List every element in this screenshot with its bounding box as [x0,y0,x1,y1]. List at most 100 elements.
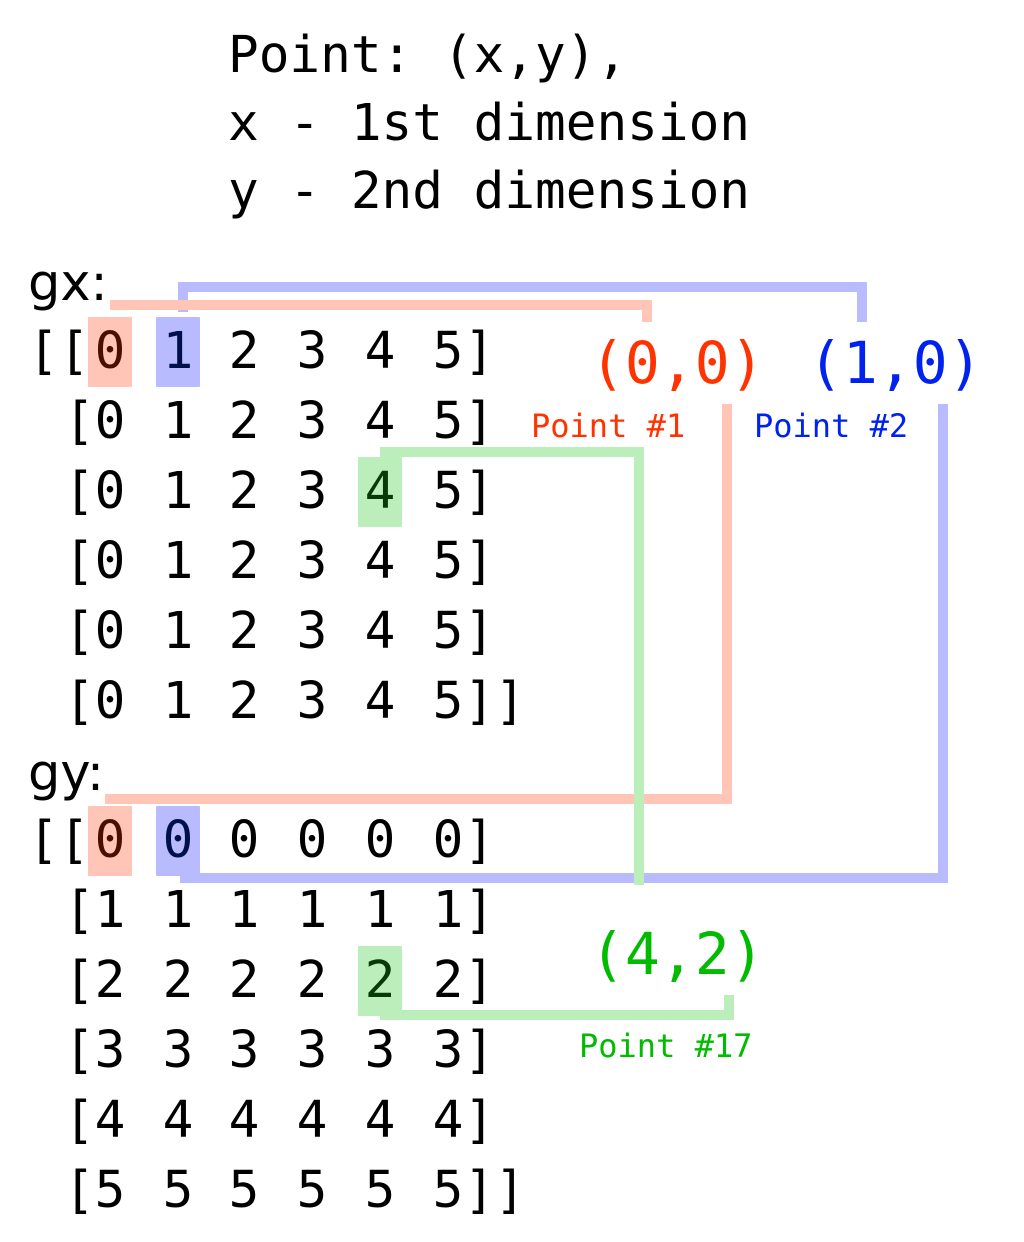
gy-cell: 5 [162,1161,194,1220]
gx-cell-highlight-point1: 0 [88,317,132,387]
close-bracket: ] [464,392,495,451]
gy-cell: 4 [364,1091,396,1150]
gy-cell: 1 [94,881,126,940]
close-bracket: ] [464,1021,495,1080]
gy-cell: 1 [364,881,396,940]
open-bracket: [ [64,1021,95,1080]
gy-label: gy: [28,744,105,803]
close-bracket: ] [464,532,495,591]
open-bracket: [ [64,672,95,731]
open-bracket: [[ [28,322,90,381]
gx-cell: 4 [364,322,396,381]
gy-cell: 2 [94,951,126,1010]
gx-cell: 5 [432,532,464,591]
point2-coord: (1,0) [808,329,983,397]
gx-cell: 3 [296,462,328,521]
gy-cell: 3 [94,1021,126,1080]
gx-cell: 2 [228,462,260,521]
gx-cell: 3 [296,392,328,451]
gy-cell: 1 [296,881,328,940]
gy-cell: 4 [94,1091,126,1150]
gx-cell: 4 [364,672,396,731]
gy-cell: 5 [296,1161,328,1220]
gx-cell: 3 [296,672,328,731]
gy-cell: 5 [228,1161,260,1220]
gx-cell-highlight-point17: 4 [358,457,402,527]
gx-label: gx: [28,254,108,313]
gy-cell: 4 [162,1091,194,1150]
gy-cell: 5 [364,1161,396,1220]
gy-cell: 2 [432,951,464,1010]
open-bracket: [ [64,1161,95,1220]
gx-cell: 1 [162,672,194,731]
gx-cell: 2 [228,672,260,731]
point1-label: Point #1 [531,407,686,445]
gy-cell: 4 [296,1091,328,1150]
gy-cell: 3 [364,1021,396,1080]
legend-line-y: y - 2nd dimension [228,162,750,221]
gy-cell: 3 [296,1021,328,1080]
gx-cell: 3 [296,602,328,661]
gy-cell: 2 [296,951,328,1010]
open-bracket: [ [64,602,95,661]
point17-coord: (4,2) [590,920,765,988]
gx-cell: 0 [94,672,126,731]
gy-cell: 0 [432,811,464,870]
gy-cell-highlight-point1: 0 [88,806,132,876]
gy-cell: 2 [162,951,194,1010]
gy-cell: 4 [432,1091,464,1150]
open-bracket: [ [64,532,95,591]
gy-cell: 5 [94,1161,126,1220]
gx-cell: 4 [364,602,396,661]
gx-cell: 1 [162,602,194,661]
close-bracket: ]] [464,1161,526,1220]
gx-cell: 5 [432,322,464,381]
gx-cell: 2 [228,392,260,451]
gx-cell: 5 [432,392,464,451]
point1-gy-connector [105,404,732,804]
gx-cell: 1 [162,532,194,591]
point1-coord: (0,0) [590,329,765,397]
gy-cell: 2 [228,951,260,1010]
open-bracket: [ [64,392,95,451]
open-bracket: [ [64,881,95,940]
gx-cell: 2 [228,532,260,591]
gx-cell: 1 [162,462,194,521]
gx-cell-highlight-point2: 1 [156,317,200,387]
gx-cell: 5 [432,462,464,521]
close-bracket: ] [464,881,495,940]
point1-gx-connector [110,300,652,322]
gx-cell: 1 [162,392,194,451]
gx-cell: 5 [432,602,464,661]
point17-label: Point #17 [579,1027,753,1065]
gy-cell: 3 [432,1021,464,1080]
close-bracket: ] [464,1091,495,1150]
gy-cell: 0 [364,811,396,870]
gx-cell: 2 [228,602,260,661]
close-bracket: ] [464,462,495,521]
gy-cell-highlight-point2: 0 [156,806,200,876]
gx-cell: 0 [94,392,126,451]
gy-cell: 3 [228,1021,260,1080]
gy-cell: 0 [228,811,260,870]
gy-cell: 3 [162,1021,194,1080]
close-bracket: ]] [464,672,526,731]
gy-cell: 1 [162,881,194,940]
gx-cell: 2 [228,322,260,381]
open-bracket: [ [64,1091,95,1150]
gy-cell: 5 [432,1161,464,1220]
gy-cell: 4 [228,1091,260,1150]
gx-cell: 0 [94,602,126,661]
gx-cell: 0 [94,532,126,591]
point2-gy-connector [180,404,948,883]
close-bracket: ] [464,811,495,870]
open-bracket: [ [64,951,95,1010]
point2-label: Point #2 [754,407,909,445]
gx-cell: 0 [94,462,126,521]
gy-cell-highlight-point17: 2 [358,946,402,1016]
open-bracket: [ [64,462,95,521]
open-bracket: [[ [28,811,90,870]
gy-cell: 1 [432,881,464,940]
gx-cell: 5 [432,672,464,731]
